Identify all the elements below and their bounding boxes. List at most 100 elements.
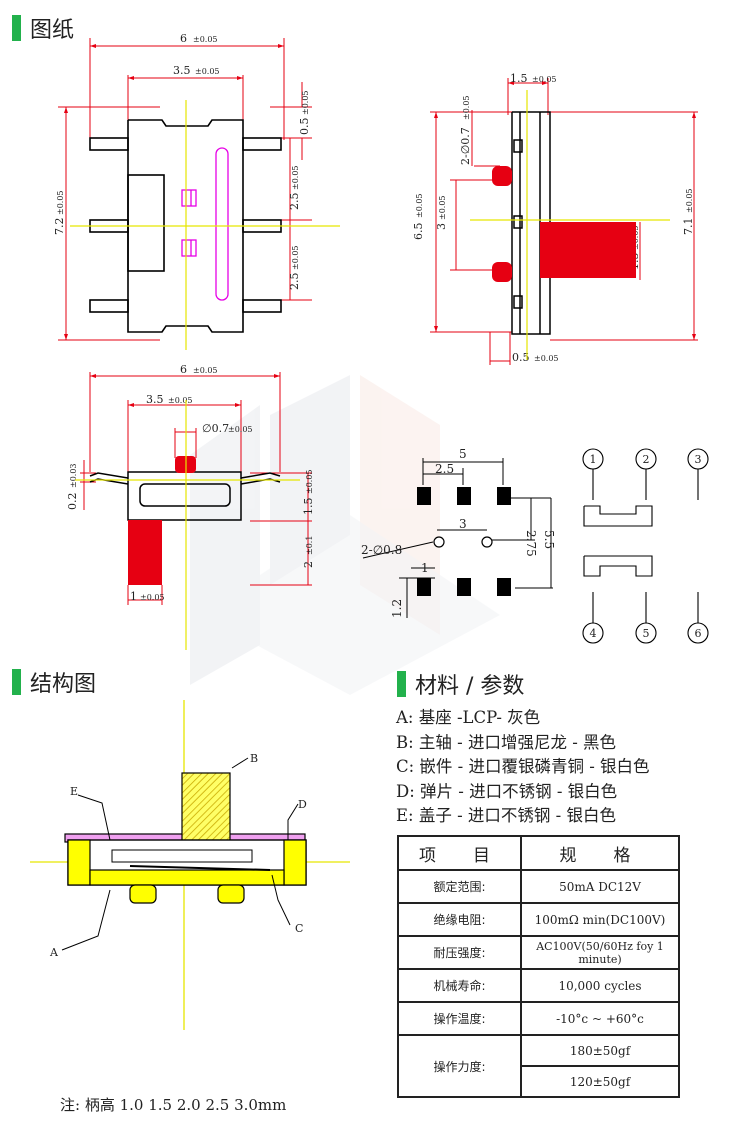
spec-key: 操作力度: bbox=[397, 1034, 522, 1098]
dim-height-7.2-tol: ±0.05 bbox=[56, 190, 65, 215]
mount-hole-left bbox=[433, 536, 445, 548]
material-b: B: 主轴 - 进口增强尼龙 - 黑色 bbox=[396, 732, 617, 752]
handle-height-note: 注: 柄高 1.0 1.5 2.0 2.5 3.0mm bbox=[60, 1096, 287, 1114]
dim-2-d0.7: 2-∅0.7 bbox=[459, 127, 472, 165]
spec-value: AC100V(50/60Hz foy 1 minute) bbox=[520, 935, 680, 970]
dim-height-7.1: 7.1 bbox=[682, 218, 695, 236]
schematic-pin-5: 5 bbox=[643, 627, 650, 640]
dim-d0.7: ∅0.7 bbox=[202, 422, 229, 435]
spec-value: 180±50gf bbox=[520, 1034, 680, 1067]
fp-dim-5: 5 bbox=[459, 447, 467, 461]
table-row: 额定范围: 50mA DC12V bbox=[397, 869, 680, 904]
section-title-text: 图纸 bbox=[30, 18, 75, 43]
dim-width-3.5: 3.5 bbox=[146, 393, 164, 406]
section-title-structure: 结构图 bbox=[12, 666, 96, 698]
section-marker bbox=[397, 671, 406, 697]
dim-1-tol: ±0.05 bbox=[140, 593, 165, 602]
dim-width-3.5-tol: ±0.05 bbox=[168, 396, 193, 405]
side-view-nub-bottom bbox=[492, 262, 512, 282]
switch-schematic: 1 2 3 4 5 6 bbox=[582, 448, 709, 644]
dim-0.2-tol: ±0.03 bbox=[69, 463, 78, 488]
slider-insert bbox=[111, 849, 253, 863]
spec-key: 机械寿命: bbox=[397, 968, 522, 1003]
table-row: 绝缘电阻: 100mΩ min(DC100V) bbox=[397, 902, 680, 937]
dim-2: 2 bbox=[302, 561, 315, 568]
label-b: B bbox=[250, 752, 258, 765]
table-row: 操作力度: 180±50gf bbox=[397, 1034, 680, 1098]
section-title-text: 结构图 bbox=[30, 672, 97, 697]
dim-3-tol: ±0.05 bbox=[438, 195, 447, 220]
schematic-pin-1: 1 bbox=[590, 453, 597, 466]
dim-height-6.5-tol: ±0.05 bbox=[415, 193, 424, 218]
spec-key: 额定范围: bbox=[397, 869, 522, 904]
top-view-drawing: 6 ±0.05 3.5 ±0.05 7.2 ±0.05 0.5 ±0.05 2.… bbox=[53, 32, 340, 350]
material-a: A: 基座 -LCP- 灰色 bbox=[396, 708, 541, 727]
table-row: 耐压强度: AC100V(50/60Hz foy 1 minute) bbox=[397, 935, 680, 970]
spec-value: 120±50gf bbox=[520, 1065, 680, 1098]
base-right-wall bbox=[283, 839, 307, 886]
fp-dim-2.5: 2.5 bbox=[435, 462, 454, 476]
dim-1: 1 bbox=[130, 590, 137, 603]
dim-height-6.5: 6.5 bbox=[412, 223, 425, 241]
section-marker bbox=[12, 669, 21, 695]
pad-top-2 bbox=[457, 487, 471, 505]
dim-pin-0.5: 0.5 bbox=[298, 118, 311, 136]
table-row: 机械寿命: 10,000 cycles bbox=[397, 968, 680, 1003]
schematic-pin-4: 4 bbox=[590, 627, 597, 640]
dim-0.5-bottom-tol: ±0.05 bbox=[534, 354, 559, 363]
structure-cross-section: B E D A C bbox=[30, 700, 350, 1030]
dim-width-3.5: 3.5 bbox=[173, 64, 191, 77]
front-view-lever bbox=[128, 520, 162, 585]
pad-bottom-1 bbox=[417, 578, 431, 596]
schematic-pin-2: 2 bbox=[643, 453, 650, 466]
spec-value: 50mA DC12V bbox=[520, 869, 680, 904]
dim-pitch-2.5-a: 2.5 bbox=[288, 193, 301, 211]
dim-pitch-2.5-b-tol: ±0.05 bbox=[291, 245, 300, 270]
section-title-drawing: 图纸 bbox=[12, 12, 74, 44]
side-view-nub-top bbox=[492, 166, 512, 186]
dim-2-d0.7-tol: ±0.05 bbox=[462, 95, 471, 120]
dim-width-6: 6 bbox=[180, 363, 187, 376]
dim-width-6-tol: ±0.05 bbox=[193, 366, 218, 375]
schematic-pin-3: 3 bbox=[695, 453, 702, 466]
dim-1.5-top: 1.5 bbox=[510, 72, 528, 85]
section-title-text: 材料 / 参数 bbox=[415, 674, 525, 699]
dim-pitch-2.5-a-tol: ±0.05 bbox=[291, 165, 300, 190]
spec-table: 项 目 规 格 额定范围: 50mA DC12V 绝缘电阻: 100mΩ min… bbox=[397, 835, 680, 1098]
dim-width-6-tol: ±0.05 bbox=[193, 35, 218, 44]
label-e: E bbox=[70, 785, 78, 798]
pad-top-1 bbox=[417, 487, 431, 505]
pad-bottom-2 bbox=[457, 578, 471, 596]
dim-pin-0.5-tol: ±0.05 bbox=[301, 90, 310, 115]
mount-hole-right bbox=[481, 536, 493, 548]
bottom-nub-right bbox=[217, 884, 245, 904]
dim-0.2: 0.2 bbox=[66, 493, 79, 511]
pcb-footprint-drawing: 5 2.5 3 2.75 5.5 2-∅0.8 1 1.2 bbox=[361, 447, 556, 618]
front-view-drawing: 6 ±0.05 3.5 ±0.05 ∅0.7 ±0.05 0.2 ±0.03 1… bbox=[66, 363, 315, 650]
dim-height-7.1-tol: ±0.05 bbox=[685, 188, 694, 213]
table-row: 操作温度: -10°c ~ +60°c bbox=[397, 1001, 680, 1036]
dim-height-7.2: 7.2 bbox=[53, 218, 66, 236]
base-floor bbox=[89, 869, 285, 886]
spec-value: -10°c ~ +60°c bbox=[520, 1001, 680, 1036]
fp-dim-pad-1: 1 bbox=[421, 561, 429, 575]
dim-1.5-top-tol: ±0.05 bbox=[532, 75, 557, 84]
dim-width-6: 6 bbox=[180, 32, 187, 45]
watermark-logo bbox=[190, 375, 500, 695]
label-d: D bbox=[298, 798, 307, 811]
actuator-shaft bbox=[181, 772, 231, 849]
contact-spring bbox=[129, 865, 271, 871]
dim-pitch-2.5-b: 2.5 bbox=[288, 273, 301, 291]
table-row: 120±50gf bbox=[398, 1065, 680, 1098]
base-left-wall bbox=[67, 839, 91, 886]
bottom-nub-left bbox=[129, 884, 157, 904]
dim-1.5: 1.5 bbox=[302, 498, 315, 516]
dim-1.5-tol: ±0.05 bbox=[305, 469, 314, 494]
schematic-pin-6: 6 bbox=[695, 627, 702, 640]
label-a: A bbox=[49, 946, 59, 959]
dim-0.5-bottom: 0.5 bbox=[512, 351, 530, 364]
header-spec: 规 格 bbox=[520, 835, 680, 871]
section-title-materials: 材料 / 参数 bbox=[397, 668, 524, 700]
side-view-drawing: 1.5 ±0.05 6.5 ±0.05 7.1 ±0.05 2-∅0.7 ±0.… bbox=[412, 72, 698, 365]
spec-key: 操作温度: bbox=[397, 1001, 522, 1036]
